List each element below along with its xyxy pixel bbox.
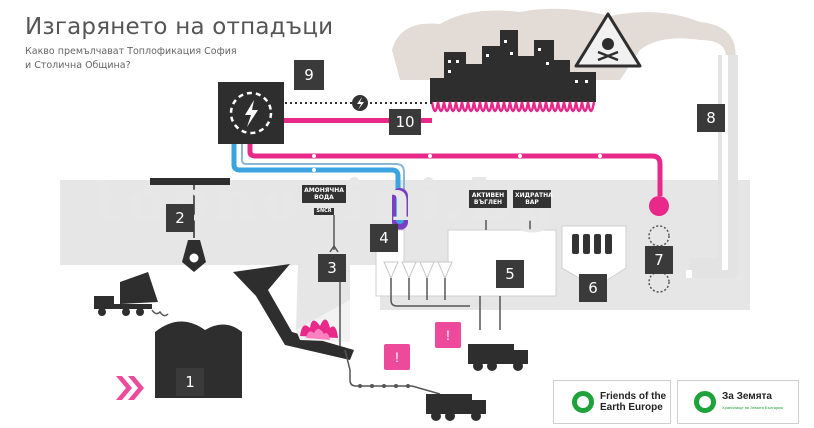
- hydrated-lime-label: ХИДРАТНА ВАР: [513, 190, 553, 208]
- stage-2-badge: 2: [166, 204, 194, 232]
- heating-coil: [430, 101, 596, 113]
- logo-za-zemyata[interactable]: За Земята Хранилище на Земята България: [677, 380, 799, 424]
- stage-10-badge: 10: [389, 109, 421, 135]
- furnace-hopper: [233, 264, 354, 360]
- heat-exchanger-ball: [649, 196, 669, 216]
- stage-9-badge: 9: [294, 60, 324, 90]
- ash-conveyor: [344, 349, 441, 395]
- page-subtitle-line2: и Столична Община?: [25, 60, 131, 71]
- smoke-cloud: [392, 8, 736, 80]
- stage-4-badge: 4: [370, 224, 398, 252]
- city-skyline: [430, 30, 596, 102]
- foe-logo-text: Friends of the Earth Europe: [600, 391, 667, 413]
- stage-3-badge: 3: [318, 254, 346, 282]
- zz-ring-icon: [694, 391, 716, 413]
- truck-bottom: [426, 394, 486, 421]
- stage-1-badge: 1: [176, 368, 204, 396]
- page-title: Изгарянето на отпадъци: [25, 14, 334, 40]
- stage-8-badge: 8: [697, 104, 725, 132]
- alert-badge-middle: !: [435, 322, 461, 348]
- foe-ring-icon: [572, 391, 594, 413]
- stage-7-badge: 7: [645, 246, 673, 274]
- activated-carbon-label: АКТИВЕН ВЪГЛЕН: [469, 190, 507, 208]
- zz-logo-tagline: Хранилище на Земята България: [722, 405, 783, 410]
- entry-arrows: [116, 376, 144, 400]
- stage-5-badge: 5: [496, 260, 524, 288]
- ammonia-water-label: АМОНЯЧНА ВОДА: [302, 185, 346, 203]
- logo-friends-of-the-earth[interactable]: Friends of the Earth Europe: [553, 380, 671, 424]
- zz-logo-text-wrap: За Земята Хранилище на Земята България: [722, 391, 783, 413]
- stage-6-badge: 6: [579, 274, 607, 302]
- truck-middle: [468, 344, 528, 371]
- page-subtitle-line1: Какво премълчават Топлофикация София: [25, 46, 237, 57]
- dump-truck-left: [94, 272, 169, 317]
- steam-line-pink: [247, 144, 663, 196]
- crane-rail: [150, 178, 230, 185]
- zz-logo-name: За Земята: [722, 391, 772, 402]
- alert-badge-bottom: !: [384, 344, 410, 370]
- sncr-label: SNCR: [314, 208, 334, 215]
